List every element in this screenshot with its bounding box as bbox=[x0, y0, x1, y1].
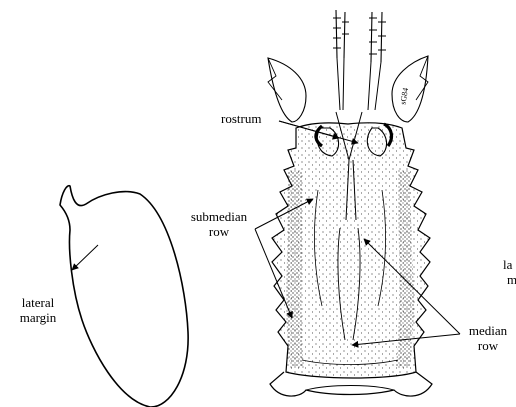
submedian-label-line2: row bbox=[183, 224, 255, 239]
median-label-line2: row bbox=[460, 338, 516, 353]
rostrum-label: rostrum bbox=[221, 111, 261, 126]
median-label-line1: median bbox=[460, 323, 516, 338]
plate-outline bbox=[60, 186, 188, 407]
submedian-row-label: submedian row bbox=[183, 209, 255, 239]
cutoff-label-line1: la bbox=[503, 257, 516, 272]
lateral-label-line1: lateral bbox=[14, 295, 62, 310]
lateral-label-line2: margin bbox=[14, 310, 62, 325]
lateral-margin-label: lateral margin bbox=[14, 295, 62, 325]
cutoff-label-line2: m bbox=[503, 272, 516, 287]
submedian-label-line1: submedian bbox=[183, 209, 255, 224]
artist-signature: sG84 bbox=[398, 87, 410, 105]
carapace-drawing: sG84 bbox=[268, 10, 432, 396]
cutoff-label: la m bbox=[503, 257, 516, 287]
median-row-label: median row bbox=[460, 323, 516, 353]
